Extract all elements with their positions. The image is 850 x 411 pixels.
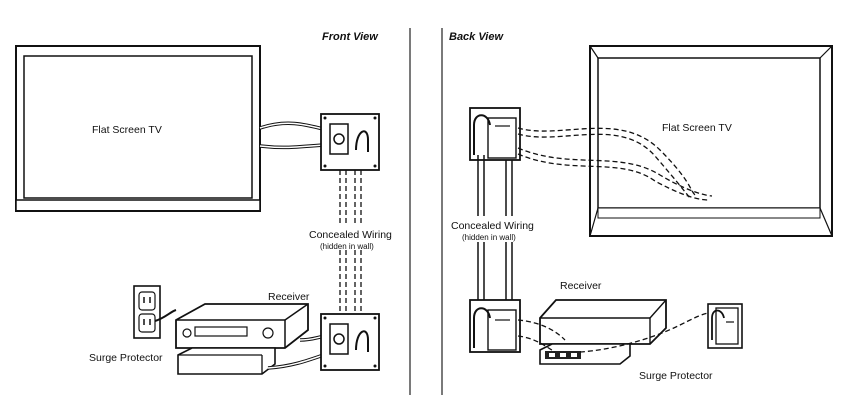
front-wiring-sub: (hidden in wall): [320, 242, 374, 251]
back-surge-label: Surge Protector: [639, 370, 713, 382]
front-receiver-label: Receiver: [268, 291, 310, 303]
front-wiring-label: Concealed Wiring: [309, 229, 392, 241]
front-lower-wall-plate: [320, 313, 380, 371]
front-wall-outlet: [133, 285, 161, 339]
back-lower-wall-box: [469, 299, 521, 353]
front-upper-wall-plate: [320, 113, 380, 171]
back-wall-outlet: [707, 303, 743, 349]
back-surge-protector: [539, 343, 631, 365]
front-view-panel: Front View Flat Screen TV: [15, 31, 402, 375]
back-receiver-label: Receiver: [560, 280, 602, 292]
front-view-heading: Front View: [322, 31, 379, 43]
front-surge-protector: [177, 347, 276, 375]
front-surge-label: Surge Protector: [89, 352, 163, 364]
front-tv: [15, 45, 261, 212]
back-wiring-sub: (hidden in wall): [462, 233, 516, 242]
back-wiring-label: Concealed Wiring: [451, 220, 534, 232]
front-receiver: [175, 303, 309, 349]
back-lower-cables: [517, 311, 719, 353]
back-receiver: [539, 299, 667, 345]
front-tv-label: Flat Screen TV: [92, 124, 162, 136]
back-view-heading: Back View: [449, 31, 504, 43]
back-tv: [589, 45, 833, 237]
back-upper-wall-box: [469, 107, 521, 161]
back-view-panel: Back View Flat Screen TV: [448, 31, 833, 382]
back-tv-cables: [517, 127, 713, 201]
back-tv-label: Flat Screen TV: [662, 122, 732, 134]
